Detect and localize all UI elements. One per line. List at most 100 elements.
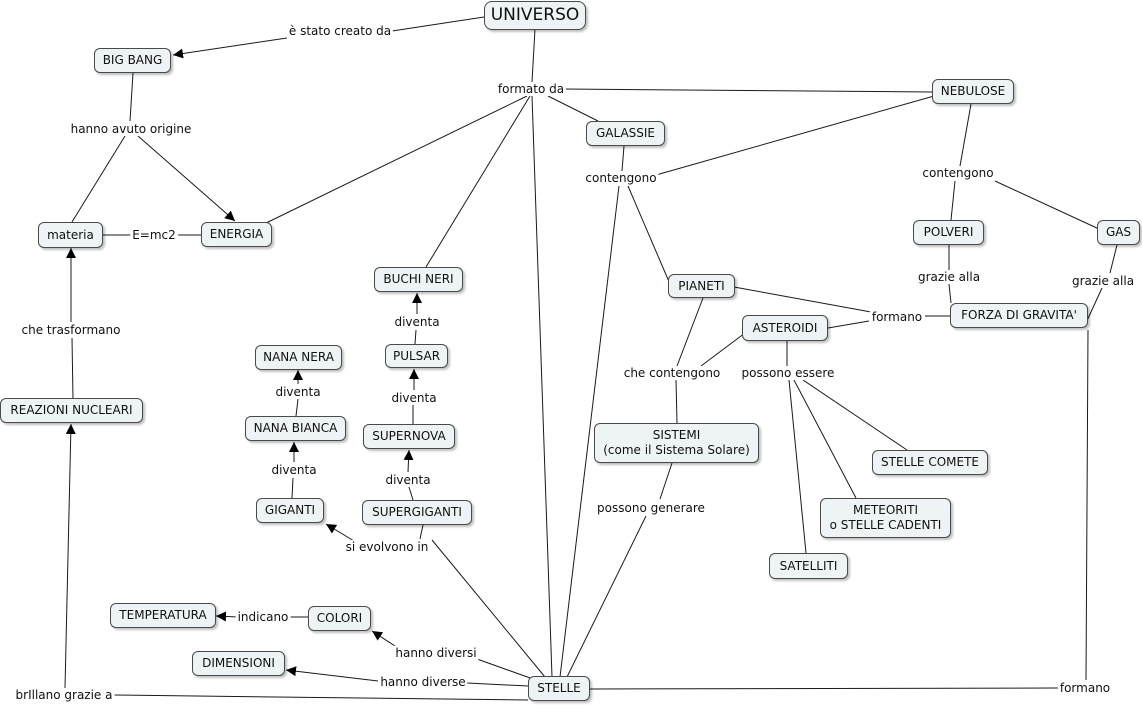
link-nebulose-contengono-g — [655, 95, 935, 176]
label-indicano: indicano — [235, 610, 291, 624]
label-hanno-diversi: hanno diversi — [393, 646, 479, 660]
label-diventa-buchi: diventa — [392, 315, 442, 329]
link-contengono-gas — [994, 180, 1100, 230]
node-supernova[interactable]: SUPERNOVA — [363, 424, 455, 449]
node-polveri[interactable]: POLVERI — [913, 220, 984, 245]
label-emc2: E=mc2 — [130, 228, 178, 242]
node-galassie[interactable]: GALASSIE — [586, 121, 665, 146]
link-contengono-stelle — [559, 185, 620, 678]
link-stelle-formano — [589, 687, 1059, 690]
label-formato-da: formato da — [495, 82, 567, 96]
label-possono-generare: possono generare — [595, 501, 707, 515]
link-giganti-diventa — [291, 477, 294, 499]
label-che-trasformano: che trasformano — [19, 323, 123, 337]
label-formano-forza: formano — [869, 310, 925, 324]
link-possono-meteoriti — [793, 379, 857, 499]
link-supergiganti-diventa — [408, 486, 414, 501]
label-possono-essere: possono essere — [739, 366, 837, 380]
link-asteroidi-checontengono — [700, 332, 746, 367]
node-reazioni-nucleari[interactable]: REAZIONI NUCLEARI — [0, 398, 143, 423]
link-checontengono-sistemi — [675, 379, 678, 424]
label-e-stato-creato-da: è stato creato da — [286, 24, 394, 38]
label-grazie-alla-gas: grazie alla — [1069, 274, 1137, 288]
link-galassie-contengono — [621, 145, 625, 172]
link-formano-forza2 — [1085, 329, 1089, 681]
link-pulsar-diventa — [414, 329, 417, 345]
link-contengono-polveri — [950, 180, 956, 221]
link-possono-satelliti — [788, 379, 807, 554]
node-colori[interactable]: COLORI — [308, 606, 371, 631]
node-satelliti[interactable]: SATELLITI — [769, 553, 848, 579]
node-supergiganti[interactable]: SUPERGIGANTI — [362, 500, 472, 525]
link-origine-materia — [71, 135, 126, 223]
link-universo-formato — [531, 28, 536, 83]
link-brillano-reazioni — [64, 423, 76, 689]
link-contengono-pianeti — [627, 185, 671, 285]
node-buchi-neri[interactable]: BUCHI NERI — [374, 267, 463, 292]
link-formato-buchineri — [425, 95, 531, 268]
link-universo-creato — [391, 16, 485, 32]
node-materia[interactable]: materia — [38, 222, 103, 248]
node-big-bang[interactable]: BIG BANG — [94, 48, 171, 73]
link-possono-comete — [802, 379, 908, 451]
label-diventa-supernova: diventa — [383, 473, 433, 487]
label-grazie-alla-polveri: grazie alla — [915, 270, 983, 284]
label-diventa-pulsar: diventa — [389, 391, 439, 405]
link-creato-bigbang — [172, 37, 288, 59]
link-stelle-diverse — [466, 682, 529, 687]
link-evolvono-supergiganti — [419, 524, 424, 540]
link-diverse-dimensioni — [285, 666, 379, 682]
link-origine-energia — [137, 135, 236, 222]
node-stelle[interactable]: STELLE — [528, 676, 590, 701]
link-formato-energia — [263, 95, 528, 225]
node-stelle-comete[interactable]: STELLE COMETE — [872, 450, 988, 475]
link-pianeti-checontengono — [676, 297, 704, 367]
node-sistemi[interactable]: SISTEMI (come il Sistema Solare) — [594, 423, 759, 463]
link-formato-galassie — [547, 95, 599, 122]
label-formano-stelle: formano — [1057, 681, 1113, 695]
link-formato-stelle — [531, 95, 553, 678]
link-diversi-colori — [371, 630, 396, 647]
node-pulsar[interactable]: PULSAR — [385, 344, 448, 368]
link-stelle-brillano — [112, 694, 529, 701]
label-hanno-diverse: hanno diverse — [378, 675, 468, 689]
node-nebulose[interactable]: NEBULOSE — [932, 79, 1014, 104]
label-contengono-nebulose: contengono — [920, 166, 996, 180]
link-grazie-forza — [948, 283, 952, 304]
link-stelle-evolvono — [431, 539, 546, 678]
node-asteroidi[interactable]: ASTEROIDI — [742, 315, 828, 341]
node-nana-bianca[interactable]: NANA BIANCA — [245, 416, 346, 441]
label-che-contengono: che contengono — [621, 366, 723, 380]
node-universo[interactable]: UNIVERSO — [484, 1, 586, 30]
label-diventa-nana-nera: diventa — [273, 385, 323, 399]
label-si-evolvono-in: si evolvono in — [343, 540, 431, 554]
node-forza-gravita[interactable]: FORZA DI GRAVITA' — [950, 303, 1088, 328]
node-pianeti[interactable]: PIANETI — [668, 274, 735, 298]
link-gas-grazie — [1109, 244, 1118, 274]
label-hanno-avuto-origine: hanno avuto origine — [68, 122, 194, 136]
link-asteroidi-formano — [827, 320, 870, 329]
link-stelle-diversi — [476, 658, 534, 680]
node-gas[interactable]: GAS — [1097, 220, 1140, 245]
node-dimensioni[interactable]: DIMENSIONI — [192, 651, 285, 676]
link-diventa-supernova — [403, 449, 414, 473]
link-nebulose-contengono — [959, 103, 972, 167]
label-diventa-nana-bianca: diventa — [269, 463, 319, 477]
node-nana-nera[interactable]: NANA NERA — [255, 345, 342, 370]
label-contengono-galassie: contengono — [583, 171, 659, 185]
link-pianeti-formano — [733, 286, 872, 313]
node-energia[interactable]: ENERGIA — [201, 222, 272, 247]
label-brillano-grazie-a: brIllano grazie a — [13, 688, 115, 702]
node-temperatura[interactable]: TEMPERATURA — [110, 603, 216, 628]
link-sistemi-generare — [659, 462, 673, 500]
link-generare-stelle — [566, 515, 647, 678]
link-nanabianca-diventa — [295, 398, 299, 417]
link-indicano-temperatura — [215, 611, 239, 622]
node-giganti[interactable]: GIGANTI — [256, 498, 324, 523]
link-formato-nebulose — [563, 88, 933, 93]
link-bigbang-origine — [129, 72, 134, 122]
node-meteoriti[interactable]: METEORITI o STELLE CADENTI — [820, 498, 951, 538]
link-reazioni-trasformano — [71, 337, 74, 399]
